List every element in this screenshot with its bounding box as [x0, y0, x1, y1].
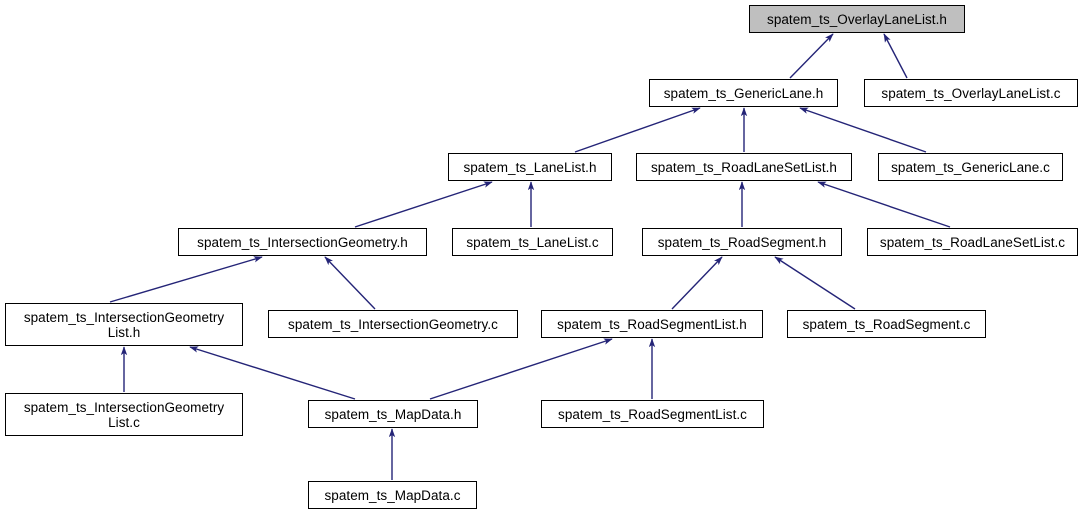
- node-label-overlaylanelist_c: spatem_ts_OverlayLaneList.c: [881, 85, 1061, 101]
- node-label-mapdata_h: spatem_ts_MapData.h: [324, 406, 462, 422]
- node-label-roadlanesetlist_h: spatem_ts_RoadLaneSetList.h: [651, 159, 837, 175]
- node-label-roadlanesetlist_c: spatem_ts_RoadLaneSetList.c: [879, 234, 1066, 250]
- node-label-roadsegment_c: spatem_ts_RoadSegment.c: [802, 316, 971, 332]
- node-label-genericlane_c: spatem_ts_GenericLane.c: [891, 159, 1050, 175]
- node-lanelist_c[interactable]: spatem_ts_LaneList.c: [452, 228, 613, 256]
- edge-intersectiongeometry_c-to-intersectiongeometry_h: [324, 256, 376, 310]
- node-intersectiongeometry_h[interactable]: spatem_ts_IntersectionGeometry.h: [178, 228, 427, 256]
- node-label-intersectiongeometry_c: spatem_ts_IntersectionGeometry.c: [288, 316, 498, 332]
- node-label-genericlane_h: spatem_ts_GenericLane.h: [663, 85, 824, 101]
- node-mapdata_c[interactable]: spatem_ts_MapData.c: [308, 481, 477, 509]
- node-label-lanelist_h: spatem_ts_LaneList.h: [463, 159, 597, 175]
- node-roadlanesetlist_h[interactable]: spatem_ts_RoadLaneSetList.h: [636, 153, 852, 181]
- node-label-mapdata_c: spatem_ts_MapData.c: [324, 487, 461, 503]
- node-intersectiongeometrylist_c[interactable]: spatem_ts_IntersectionGeometry List.c: [5, 393, 243, 436]
- node-label-intersectiongeometrylist_h: spatem_ts_IntersectionGeometry List.h: [23, 309, 225, 340]
- node-intersectiongeometrylist_h[interactable]: spatem_ts_IntersectionGeometry List.h: [5, 303, 243, 346]
- edge-intersectiongeometrylist_h-to-intersectiongeometry_h: [109, 256, 263, 303]
- node-genericlane_h[interactable]: spatem_ts_GenericLane.h: [649, 79, 838, 107]
- node-roadsegment_h[interactable]: spatem_ts_RoadSegment.h: [642, 228, 842, 256]
- edge-roadlanesetlist_c-to-roadlanesetlist_h: [817, 181, 951, 228]
- node-roadsegmentlist_h[interactable]: spatem_ts_RoadSegmentList.h: [541, 310, 763, 338]
- node-label-overlaylanelist_h: spatem_ts_OverlayLaneList.h: [767, 11, 947, 27]
- edge-intersectiongeometry_h-to-lanelist_h: [354, 181, 493, 228]
- edge-mapdata_h-to-roadsegmentlist_h: [429, 338, 613, 400]
- node-genericlane_c[interactable]: spatem_ts_GenericLane.c: [878, 153, 1063, 181]
- node-label-roadsegment_h: spatem_ts_RoadSegment.h: [657, 234, 827, 250]
- node-label-roadsegmentlist_c: spatem_ts_RoadSegmentList.c: [558, 406, 747, 422]
- node-label-intersectiongeometry_h: spatem_ts_IntersectionGeometry.h: [197, 234, 408, 250]
- edge-mapdata_h-to-intersectiongeometrylist_h: [189, 346, 356, 400]
- edge-genericlane_c-to-genericlane_h: [799, 107, 927, 153]
- node-roadlanesetlist_c[interactable]: spatem_ts_RoadLaneSetList.c: [867, 228, 1078, 256]
- node-roadsegment_c[interactable]: spatem_ts_RoadSegment.c: [787, 310, 986, 338]
- edge-genericlane_h-to-overlaylanelist_h: [789, 33, 834, 79]
- edge-roadsegment_c-to-roadsegment_h: [774, 256, 856, 310]
- edge-overlaylanelist_c-to-overlaylanelist_h: [883, 33, 908, 79]
- node-label-roadsegmentlist_h: spatem_ts_RoadSegmentList.h: [557, 316, 747, 332]
- edge-lanelist_h-to-genericlane_h: [574, 107, 701, 153]
- node-label-lanelist_c: spatem_ts_LaneList.c: [466, 234, 599, 250]
- node-label-intersectiongeometrylist_c: spatem_ts_IntersectionGeometry List.c: [23, 399, 225, 430]
- edge-roadsegmentlist_h-to-roadsegment_h: [671, 256, 723, 310]
- node-lanelist_h[interactable]: spatem_ts_LaneList.h: [448, 153, 612, 181]
- node-intersectiongeometry_c[interactable]: spatem_ts_IntersectionGeometry.c: [268, 310, 518, 338]
- node-overlaylanelist_c[interactable]: spatem_ts_OverlayLaneList.c: [864, 79, 1078, 107]
- node-roadsegmentlist_c[interactable]: spatem_ts_RoadSegmentList.c: [541, 400, 764, 428]
- node-overlaylanelist_h: spatem_ts_OverlayLaneList.h: [749, 5, 965, 33]
- node-mapdata_h[interactable]: spatem_ts_MapData.h: [308, 400, 478, 428]
